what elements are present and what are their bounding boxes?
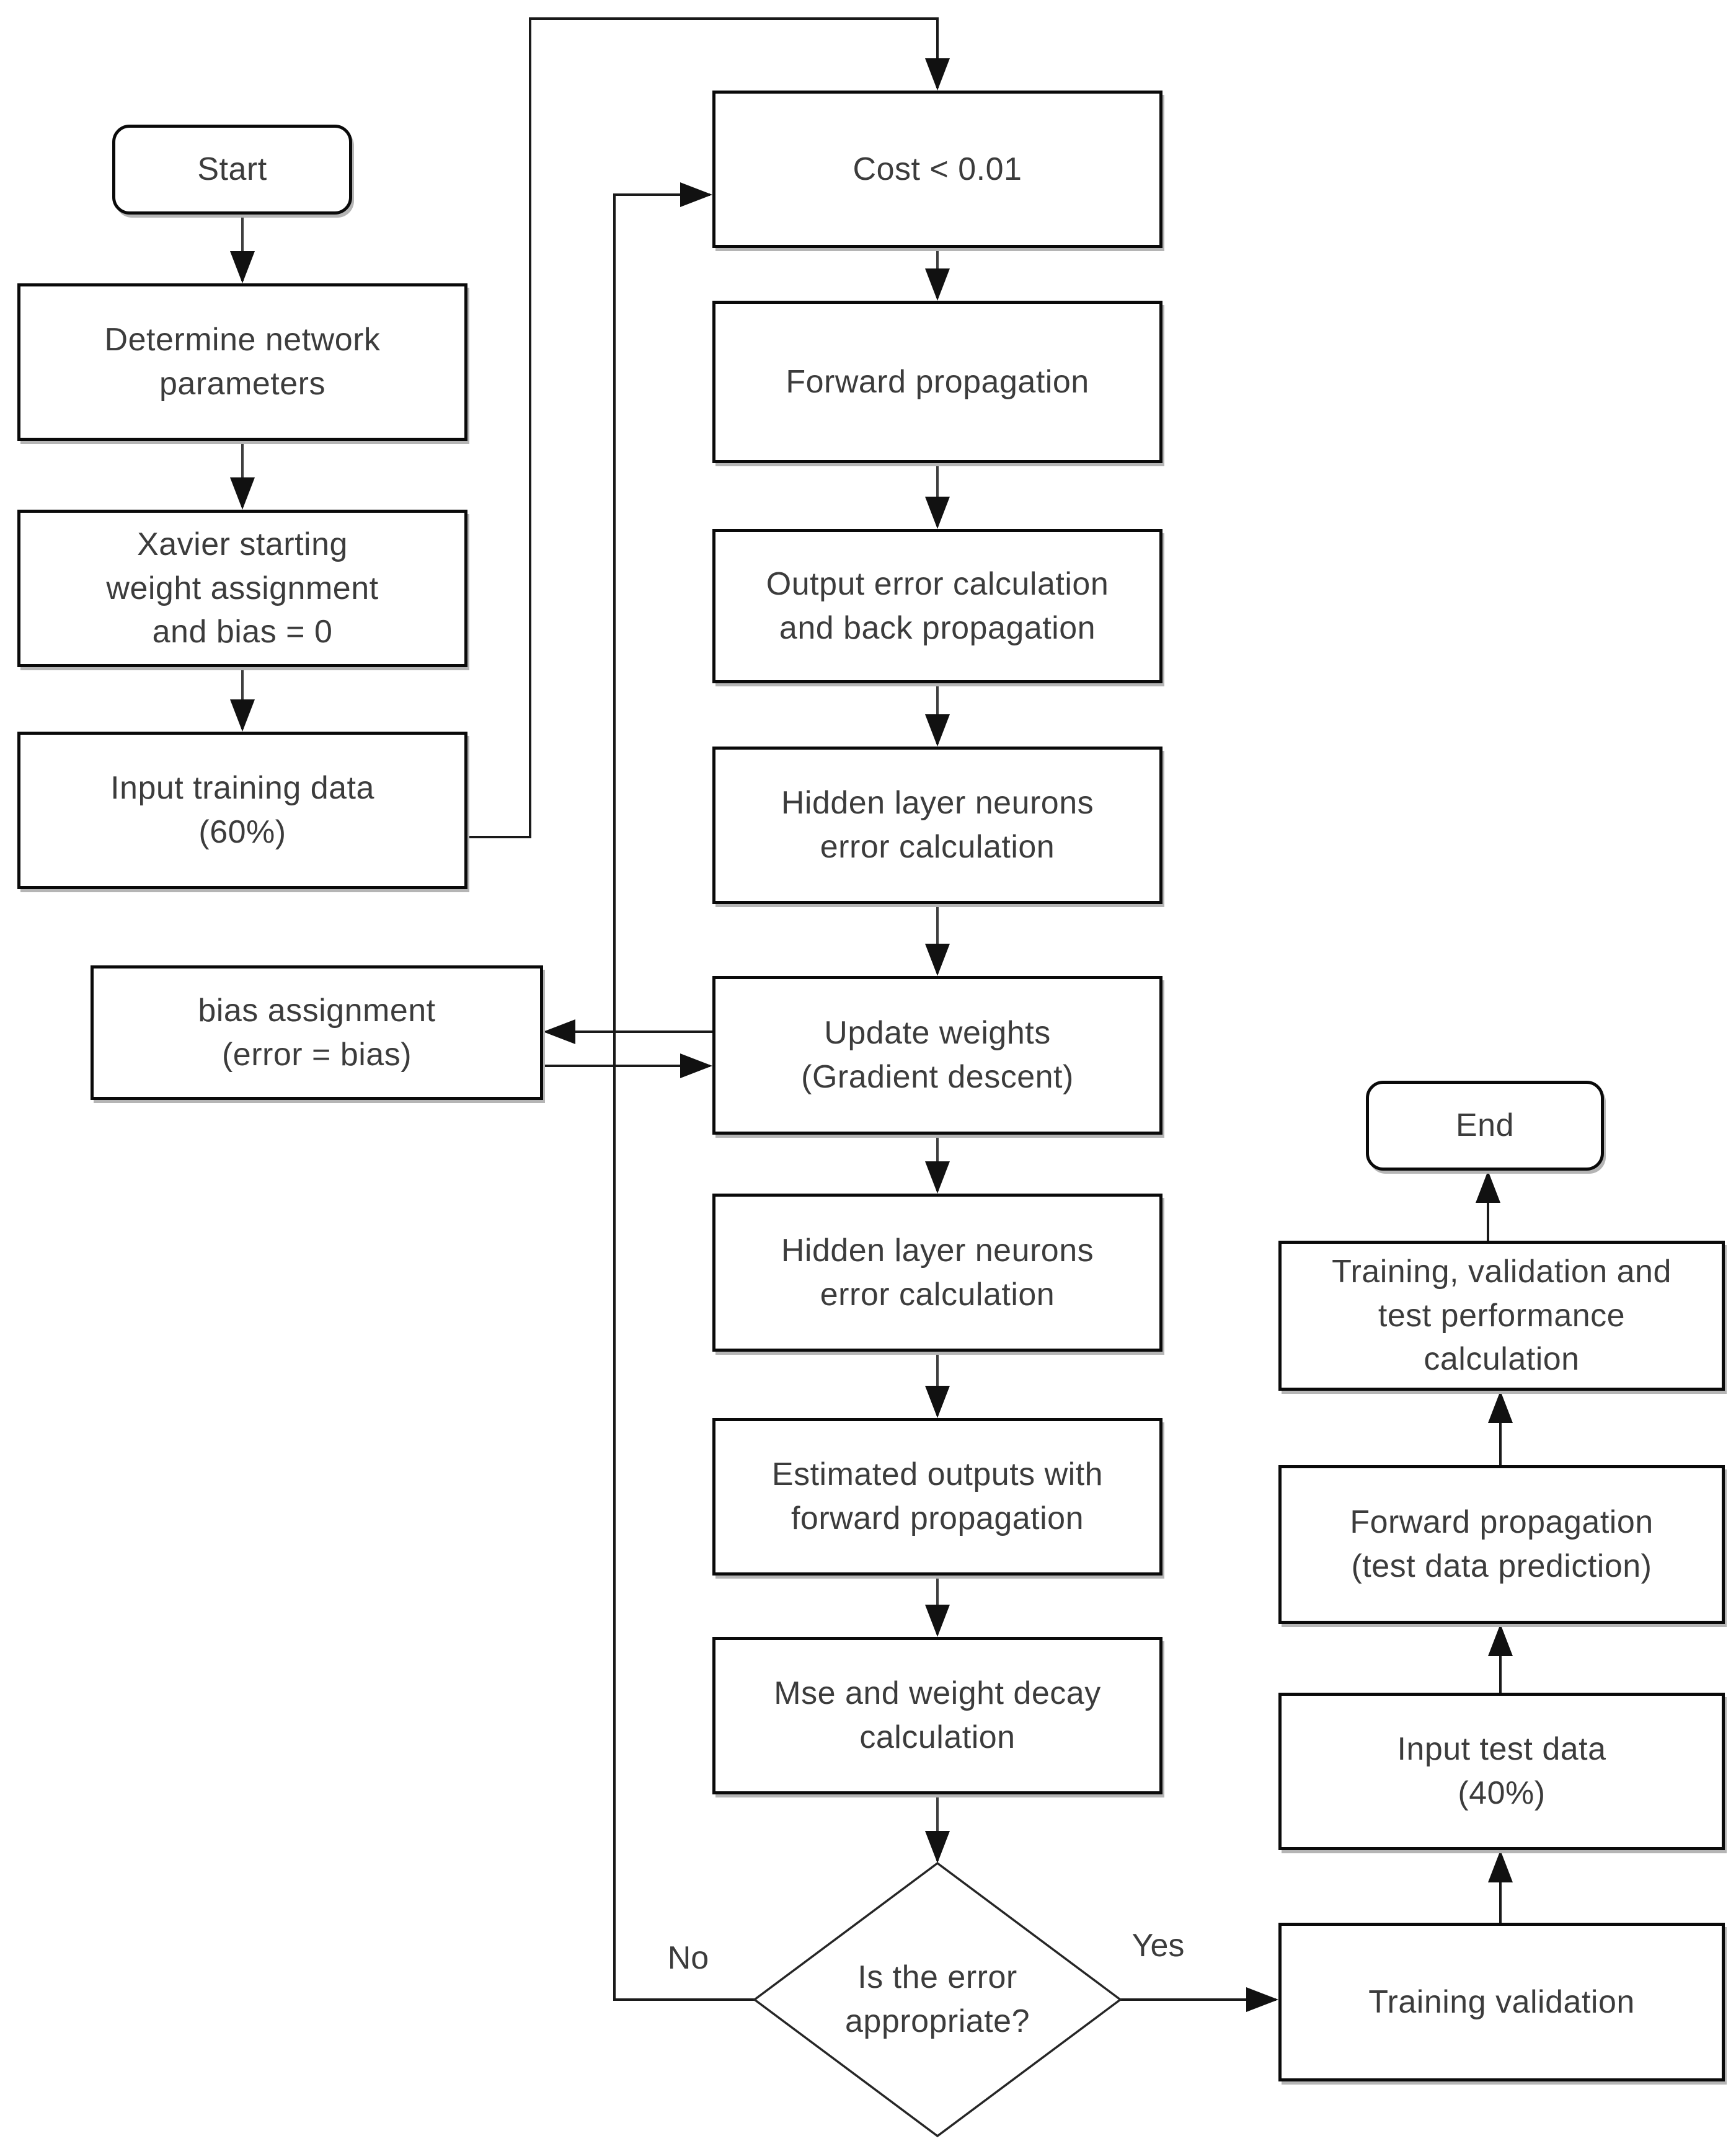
- node-training-validation-label: Training validation: [1368, 1983, 1635, 2020]
- node-decision-label: Is the error appropriate?: [845, 1959, 1030, 2039]
- node-update-label: Update weights (Gradient descent): [801, 1015, 1074, 1095]
- node-estimated-label: Estimated outputs with forward propagati…: [771, 1456, 1104, 1536]
- node-forward-test: Forward propagation (test data predictio…: [1278, 1465, 1725, 1624]
- node-mse: Mse and weight decay calculation: [712, 1637, 1162, 1794]
- node-decision-shape: [753, 1861, 1122, 2138]
- node-end-label: End: [1455, 1107, 1515, 1144]
- node-perf-label: Training, validation and test performanc…: [1332, 1253, 1672, 1378]
- decision-yes-label: Yes: [1132, 1928, 1185, 1964]
- node-mse-label: Mse and weight decay calculation: [774, 1675, 1101, 1755]
- node-input-test-label: Input test data (40%): [1397, 1731, 1606, 1811]
- node-start: Start: [112, 125, 352, 215]
- node-cost-label: Cost < 0.01: [852, 151, 1022, 187]
- node-perf: Training, validation and test performanc…: [1278, 1241, 1725, 1391]
- edge-input-training-cost: [467, 17, 950, 838]
- node-hidden2-label: Hidden layer neurons error calculation: [781, 1232, 1094, 1313]
- node-hidden1-label: Hidden layer neurons error calculation: [781, 785, 1094, 865]
- node-training-validation: Training validation: [1278, 1923, 1725, 2081]
- edge-decision-no-cost: [613, 182, 755, 2001]
- node-forward-test-label: Forward propagation (test data predictio…: [1350, 1504, 1654, 1584]
- node-cost: Cost < 0.01: [712, 91, 1162, 248]
- node-output-error: Output error calculation and back propag…: [712, 529, 1162, 683]
- node-hidden1: Hidden layer neurons error calculation: [712, 747, 1162, 904]
- node-determine-label: Determine network parameters: [104, 322, 381, 402]
- node-output-error-label: Output error calculation and back propag…: [766, 565, 1109, 646]
- node-start-label: Start: [197, 151, 267, 188]
- node-xavier: Xavier starting weight assignment and bi…: [17, 510, 467, 667]
- node-input-training-label: Input training data (60%): [110, 770, 374, 850]
- node-determine: Determine network parameters: [17, 283, 467, 441]
- node-hidden2: Hidden layer neurons error calculation: [712, 1194, 1162, 1352]
- decision-no-label: No: [667, 1940, 709, 1976]
- node-xavier-label: Xavier starting weight assignment and bi…: [106, 526, 379, 650]
- node-forward-label: Forward propagation: [786, 363, 1089, 400]
- node-end: End: [1366, 1081, 1604, 1171]
- node-bias: bias assignment (error = bias): [91, 965, 543, 1100]
- node-input-training: Input training data (60%): [17, 732, 467, 889]
- node-estimated: Estimated outputs with forward propagati…: [712, 1418, 1162, 1576]
- node-decision: Is the error appropriate?: [755, 1863, 1120, 2136]
- node-forward: Forward propagation: [712, 301, 1162, 463]
- node-input-test: Input test data (40%): [1278, 1693, 1725, 1850]
- node-update: Update weights (Gradient descent): [712, 976, 1162, 1135]
- node-bias-label: bias assignment (error = bias): [198, 992, 436, 1073]
